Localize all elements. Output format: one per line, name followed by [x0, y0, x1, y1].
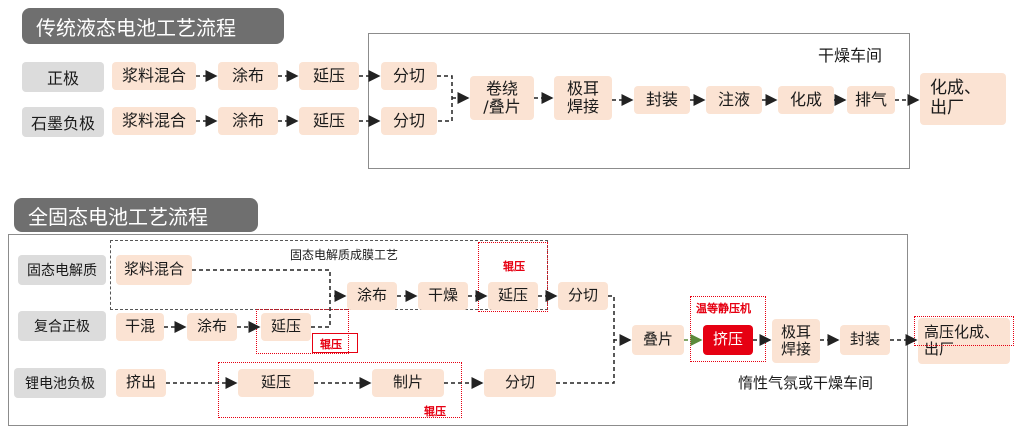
step-seal: 封装 — [634, 86, 690, 114]
cathode-label: 正极 — [22, 62, 104, 92]
step-slurry-bot: 浆料混合 — [112, 107, 196, 135]
solid-main-frame — [8, 234, 908, 426]
inert-room-label: 惰性气氛或干燥车间 — [738, 374, 874, 392]
solid-weld-line2: 焊接 — [780, 340, 811, 358]
iso-press-label: 温等静压机 — [696, 302, 751, 315]
roll-press-label-cathode: 辊压 — [320, 338, 342, 351]
solid-step-press2: 延压 — [261, 313, 311, 341]
step-coat-top: 涂布 — [218, 62, 278, 90]
dry-room-label: 干燥车间 — [818, 46, 883, 65]
step-slurry-top: 浆料混合 — [112, 62, 196, 90]
electrolyte-label: 固态电解质 — [18, 255, 106, 285]
lithium-anode-label: 锂电池负极 — [14, 368, 106, 398]
film-process-label: 固态电解质成膜工艺 — [290, 248, 399, 262]
step-cut-bot: 分切 — [381, 107, 437, 135]
solid-step-press: 延压 — [488, 282, 538, 310]
solid-step-dry-mix: 干混 — [116, 313, 164, 341]
step-weld-line2: 焊接 — [566, 97, 599, 116]
step-ship-out: 化成、 出厂 — [920, 73, 1006, 125]
composite-cathode-label: 复合正极 — [18, 311, 106, 341]
solid-step-extrude: 挤出 — [116, 369, 166, 397]
step-cut-top: 分切 — [381, 62, 437, 90]
roll-press-label-electrolyte: 辊压 — [503, 260, 525, 273]
step-press-top: 延压 — [299, 62, 359, 90]
solid-step-stack: 叠片 — [632, 325, 684, 355]
anode-label: 石墨负极 — [22, 107, 104, 137]
solid-step-seal: 封装 — [840, 325, 890, 355]
solid-step-slurry: 浆料混合 — [116, 255, 192, 285]
solid-step-coat: 涂布 — [347, 282, 397, 310]
solid-step-dry: 干燥 — [418, 282, 468, 310]
solid-step-ship-out: 高压化成、 出厂 — [918, 318, 1010, 364]
roll-press-box-electrolyte — [478, 242, 548, 312]
solid-out-line1: 高压化成、 — [924, 322, 1000, 341]
step-weld-line1: 极耳 — [566, 78, 599, 98]
roll-press-box-anode — [218, 362, 462, 418]
solid-step-tab-weld: 极耳 焊接 — [772, 319, 820, 363]
solid-step-cut: 分切 — [558, 282, 608, 310]
step-out-line1: 化成、 — [930, 78, 981, 99]
roll-press-label-anode: 辊压 — [424, 405, 446, 418]
solid-weld-line1: 极耳 — [780, 322, 811, 341]
step-inject: 注液 — [706, 86, 762, 114]
step-out-line2: 出厂 — [930, 98, 964, 118]
roll-press-tag-cathode — [312, 333, 358, 353]
iso-press-box — [690, 296, 766, 362]
step-wind-line2: /叠片 — [483, 97, 521, 116]
solid-step-press3: 延压 — [238, 369, 314, 397]
step-formation: 化成 — [778, 86, 834, 114]
solid-out-line2: 出厂 — [924, 340, 955, 358]
solid-step-coat2: 涂布 — [187, 313, 237, 341]
step-wind-line1: 卷绕 — [485, 78, 518, 98]
solid-step-sheet: 制片 — [372, 369, 444, 397]
traditional-title: 传统液态电池工艺流程 — [22, 8, 284, 44]
solid-title: 全固态电池工艺流程 — [14, 198, 258, 232]
solid-step-cut2: 分切 — [484, 369, 556, 397]
step-press-bot: 延压 — [299, 107, 359, 135]
solid-step-squeeze: 挤压 — [703, 325, 753, 355]
ship-out-box — [914, 316, 1014, 346]
step-tab-weld: 极耳 焊接 — [554, 76, 612, 120]
step-exhaust: 排气 — [847, 86, 895, 114]
step-coat-bot: 涂布 — [218, 107, 278, 135]
step-wind-stack: 卷绕 /叠片 — [470, 76, 534, 120]
